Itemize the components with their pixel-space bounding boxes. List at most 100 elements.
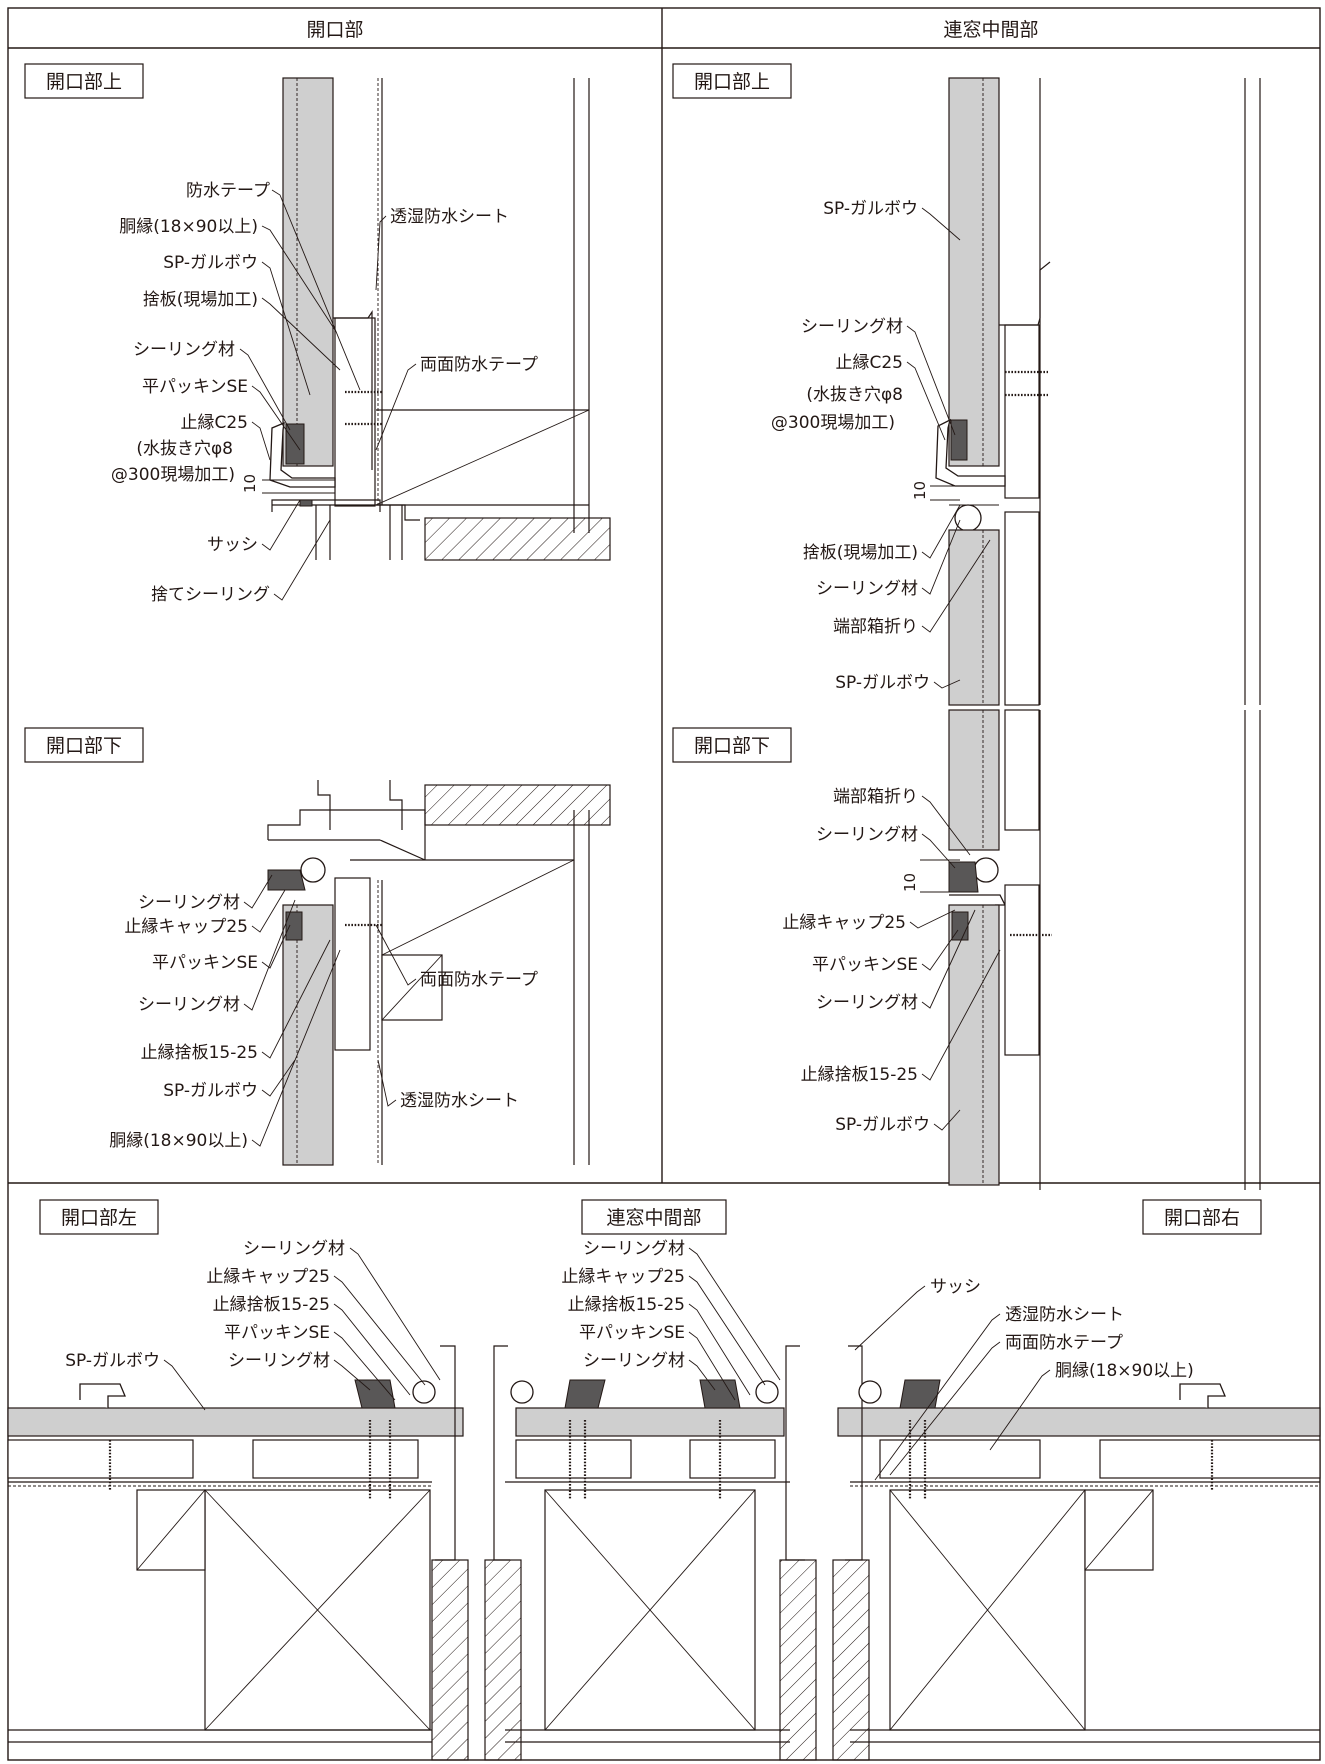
section-c-opening-bottom: 開口部下 シーリング材 止縁キャップ25 平パッキンSE シーリング材 止縁捨板… bbox=[24, 727, 611, 1166]
leaders-plan bbox=[163, 1247, 1051, 1481]
label-moisture-sheet-c: 透湿防水シート bbox=[400, 1091, 519, 1111]
sash-profile-c bbox=[267, 780, 574, 861]
leaders-c bbox=[243, 874, 417, 1147]
label-furring-c: 胴縁(18×90以上) bbox=[109, 1131, 248, 1151]
section-label-g: 開口部右 bbox=[1164, 1207, 1240, 1229]
stop-c25-a bbox=[269, 421, 336, 488]
galvalume-board-middle bbox=[515, 1407, 785, 1437]
galvalume-board-a bbox=[282, 77, 334, 467]
section-plan-bottom: 開口部左 連窓中間部 開口部右 bbox=[7, 1199, 1321, 1761]
label-sash-g: サッシ bbox=[930, 1277, 981, 1297]
label-stop-cap-d: 止縁キャップ25 bbox=[782, 913, 906, 933]
galvalume-board-b-upper bbox=[948, 77, 1000, 467]
label-sealing-d2: シーリング材 bbox=[816, 993, 918, 1013]
leaders-a bbox=[239, 189, 417, 601]
backer-rod-b bbox=[954, 504, 982, 532]
section-label-a: 開口部上 bbox=[46, 71, 122, 93]
label-galvalume-b2: SP-ガルボウ bbox=[835, 673, 930, 693]
section-label-d: 開口部下 bbox=[694, 735, 770, 757]
leaders-d bbox=[909, 795, 1001, 1131]
sill-c bbox=[424, 784, 611, 826]
label-galvalume-b1: SP-ガルボウ bbox=[823, 199, 918, 219]
sealing-d bbox=[948, 861, 979, 893]
label-box-fold-d: 端部箱折り bbox=[833, 787, 918, 807]
label-moisture-sheet-a: 透湿防水シート bbox=[390, 207, 509, 227]
label-double-tape-g: 両面防水テープ bbox=[1005, 1333, 1123, 1353]
sealing-c bbox=[267, 869, 306, 891]
jamb-left bbox=[431, 1559, 469, 1761]
label-waterproof-tape-a: 防水テープ bbox=[186, 181, 270, 201]
dimension-10-a: 10 bbox=[241, 474, 259, 493]
column-header-opening: 開口部 bbox=[306, 19, 363, 41]
leaders-b bbox=[906, 207, 991, 689]
section-label-b: 開口部上 bbox=[694, 71, 770, 93]
label-stop-sute-e: 止縁捨板15-25 bbox=[213, 1295, 330, 1315]
jamb-middle-a bbox=[484, 1559, 522, 1761]
label-furring-a: 胴縁(18×90以上) bbox=[119, 217, 258, 237]
galvalume-board-right bbox=[837, 1407, 1321, 1437]
label-drain-hole-a: (水抜き穴φ8 bbox=[136, 439, 233, 459]
label-flat-packing-f: 平パッキンSE bbox=[579, 1323, 685, 1343]
section-label-c: 開口部下 bbox=[46, 735, 122, 757]
jamb-middle-b bbox=[779, 1559, 817, 1761]
label-sealing-b1: シーリング材 bbox=[801, 317, 903, 337]
label-stop-cap-f: 止縁キャップ25 bbox=[561, 1267, 685, 1287]
label-sute-board-a: 捨板(現場加工) bbox=[143, 290, 258, 310]
label-sealing-c2: シーリング材 bbox=[138, 995, 240, 1015]
label-stop-cap-e: 止縁キャップ25 bbox=[206, 1267, 330, 1287]
label-sealing-b2: シーリング材 bbox=[816, 579, 918, 599]
section-d-mullion-bottom: 開口部下 10 端部箱折り シーリング材 止縁キャップ25 平パッキンSE シー… bbox=[672, 709, 1261, 1190]
dimension-10-b: 10 bbox=[911, 481, 929, 500]
label-furring-g: 胴縁(18×90以上) bbox=[1055, 1361, 1194, 1381]
sill-a bbox=[424, 517, 611, 561]
section-a-opening-top: 開口部上 10 bbox=[24, 63, 611, 605]
galvalume-board-b-lower bbox=[948, 529, 1000, 706]
drawing-frame bbox=[7, 7, 1321, 1761]
label-sealing-f1: シーリング材 bbox=[583, 1239, 685, 1259]
label-sash-a: サッシ bbox=[207, 535, 258, 555]
sash-profile-a bbox=[271, 499, 420, 560]
dimension-10-d: 10 bbox=[901, 873, 919, 892]
label-flat-packing-a: 平パッキンSE bbox=[142, 377, 248, 397]
label-double-tape-c: 両面防水テープ bbox=[420, 970, 538, 990]
section-b-mullion-top: 開口部上 10 SP-ガルボウ シーリング材 止縁C25 (水抜き穴φ8 @30… bbox=[672, 63, 1261, 706]
galvalume-board-d-upper bbox=[948, 709, 1000, 851]
backer-rod-c bbox=[300, 857, 326, 883]
label-sute-sealing-a: 捨てシーリング bbox=[151, 585, 270, 605]
stop-c25-b bbox=[935, 418, 1006, 487]
label-galvalume-a: SP-ガルボウ bbox=[163, 253, 258, 273]
sealing-b bbox=[950, 419, 968, 461]
label-sealing-d1: シーリング材 bbox=[816, 825, 918, 845]
label-drain-pitch-b: @300現場加工) bbox=[771, 413, 895, 433]
label-flat-packing-d: 平パッキンSE bbox=[812, 955, 918, 975]
label-box-fold-b: 端部箱折り bbox=[833, 617, 918, 637]
label-stop-sute-f: 止縁捨板15-25 bbox=[568, 1295, 685, 1315]
label-drain-pitch-a: @300現場加工) bbox=[111, 465, 235, 485]
label-moisture-sheet-g: 透湿防水シート bbox=[1005, 1305, 1124, 1325]
label-flat-packing-e: 平パッキンSE bbox=[224, 1323, 330, 1343]
galvalume-board-c bbox=[282, 904, 334, 1166]
label-double-tape-a: 両面防水テープ bbox=[420, 355, 538, 375]
label-stop-c25-b: 止縁C25 bbox=[835, 353, 903, 373]
backer-rod-d bbox=[973, 857, 999, 883]
section-label-e: 開口部左 bbox=[61, 1207, 137, 1229]
label-galvalume-e: SP-ガルボウ bbox=[65, 1351, 160, 1371]
label-sute-board-b: 捨板(現場加工) bbox=[803, 543, 918, 563]
label-stop-cap-c: 止縁キャップ25 bbox=[124, 917, 248, 937]
label-flat-packing-c: 平パッキンSE bbox=[152, 953, 258, 973]
section-label-f: 連窓中間部 bbox=[606, 1207, 701, 1229]
label-stop-sute-c: 止縁捨板15-25 bbox=[141, 1043, 258, 1063]
label-sealing-f2: シーリング材 bbox=[583, 1351, 685, 1371]
galvalume-board-left bbox=[7, 1407, 464, 1437]
column-header-mullion: 連窓中間部 bbox=[943, 19, 1038, 41]
sealing-a bbox=[285, 423, 305, 465]
label-galvalume-d: SP-ガルボウ bbox=[835, 1115, 930, 1135]
label-sealing-c1: シーリング材 bbox=[138, 893, 240, 913]
label-sealing-e1: シーリング材 bbox=[243, 1239, 345, 1259]
label-drain-hole-b: (水抜き穴φ8 bbox=[806, 385, 903, 405]
jamb-right bbox=[832, 1559, 870, 1761]
label-sealing-e2: シーリング材 bbox=[228, 1351, 330, 1371]
galvalume-board-d-lower bbox=[948, 904, 1000, 1186]
label-sealing-a: シーリング材 bbox=[133, 340, 235, 360]
